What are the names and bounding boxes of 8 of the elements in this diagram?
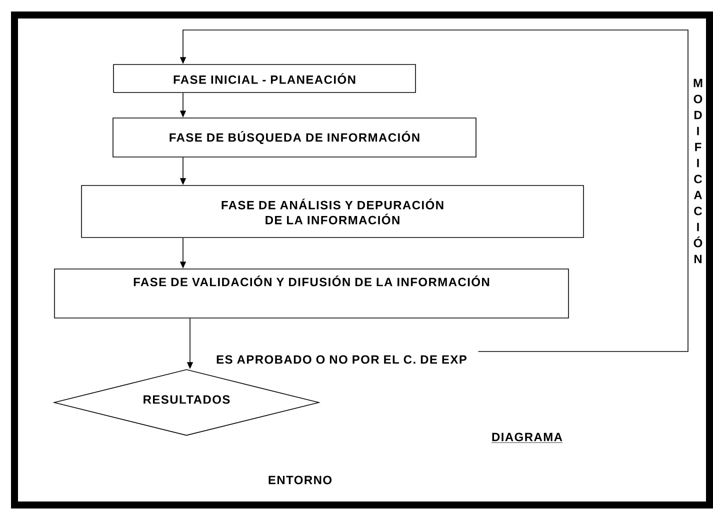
process-box: FASE INICIAL - PLANEACIÓN xyxy=(113,64,416,93)
edge-label: MODIFICACIÓN xyxy=(694,78,702,264)
process-box: FASE DE ANÁLISIS Y DEPURACIÓN DE LA INFORMACIÓN xyxy=(81,185,584,238)
condition-text: ES APROBADO O NO POR EL C. DE EXP xyxy=(216,355,467,364)
frame-title: ENTORNO xyxy=(268,476,332,484)
process-box: FASE DE BÚSQUEDA DE INFORMACIÓN xyxy=(112,118,476,158)
process-box: FASE DE VALIDACIÓN Y DIFUSIÓN DE LA INFORMACIÓN xyxy=(54,268,569,318)
title-label: DIAGRAMA xyxy=(491,432,563,443)
